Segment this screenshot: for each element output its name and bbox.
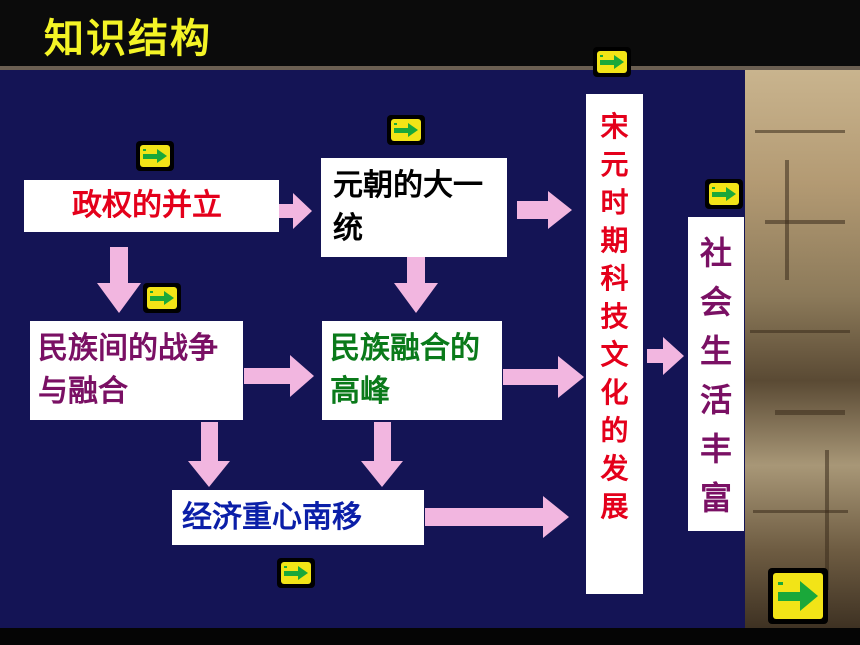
arrow-war-to-peak xyxy=(244,355,314,397)
nav-button-social-life[interactable] xyxy=(705,179,743,209)
header-bar xyxy=(0,0,860,66)
box-economic-center-shift: 经济重心南移 xyxy=(172,490,424,545)
box-regime-coexistence-label: 政权的并立 xyxy=(72,188,222,223)
nav-button-next[interactable] xyxy=(768,568,828,624)
background-painting xyxy=(745,70,860,635)
box-social-life: 社会生活丰富 xyxy=(688,217,744,531)
arrow-war-to-economy xyxy=(188,422,230,487)
green-arrow-icon xyxy=(712,187,736,201)
green-arrow-icon xyxy=(150,291,174,305)
green-arrow-icon xyxy=(600,55,624,69)
header-divider xyxy=(0,66,860,70)
box-yuan-unification-label: 元朝的大一统 xyxy=(333,168,483,246)
green-arrow-icon xyxy=(284,566,308,580)
box-ethnic-fusion-peak-label: 民族融合的高峰 xyxy=(330,331,480,409)
arrow-peak-to-economy xyxy=(361,422,403,487)
green-arrow-icon xyxy=(778,581,818,611)
arrow-unification-to-science xyxy=(517,191,572,229)
box-economic-center-shift-label: 经济重心南移 xyxy=(182,500,362,535)
box-ethnic-war-fusion: 民族间的战争与融合 xyxy=(30,321,243,420)
box-regime-coexistence: 政权的并立 xyxy=(24,180,279,232)
green-arrow-icon xyxy=(143,149,167,163)
arrow-peak-to-science xyxy=(503,356,584,398)
arrow-economy-to-science xyxy=(425,496,569,538)
box-science-culture-label: 宋元时期科技文化的发展 xyxy=(600,110,629,523)
box-ethnic-war-fusion-label: 民族间的战争与融合 xyxy=(38,331,218,409)
arrow-science-to-social xyxy=(647,337,684,375)
box-science-culture: 宋元时期科技文化的发展 xyxy=(586,94,643,594)
green-arrow-icon xyxy=(394,123,418,137)
box-social-life-label: 社会生活丰富 xyxy=(699,234,732,517)
box-ethnic-fusion-peak: 民族融合的高峰 xyxy=(322,321,502,420)
nav-button-science[interactable] xyxy=(593,47,631,77)
arrow-regime-to-unification xyxy=(278,193,312,229)
arrow-regime-to-war xyxy=(97,247,141,313)
footer-bar xyxy=(0,628,860,645)
nav-button-regime[interactable] xyxy=(136,141,174,171)
nav-button-economy[interactable] xyxy=(277,558,315,588)
arrow-unification-to-peak xyxy=(394,257,438,313)
nav-button-war-fusion[interactable] xyxy=(143,283,181,313)
box-yuan-unification: 元朝的大一统 xyxy=(321,158,507,257)
nav-button-unification[interactable] xyxy=(387,115,425,145)
page-title: 知识结构 xyxy=(44,16,212,62)
